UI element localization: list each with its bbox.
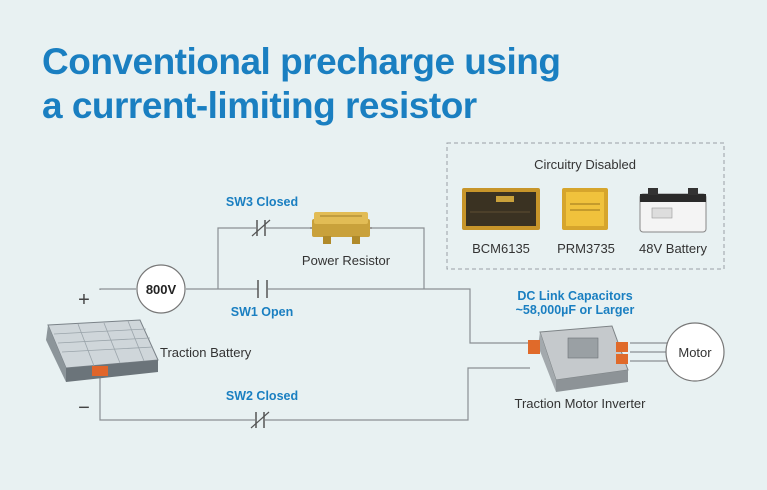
- voltage-indicator: 800V: [136, 264, 186, 314]
- title-line-1: Conventional precharge using: [42, 41, 561, 82]
- motor-symbol: Motor: [665, 322, 725, 382]
- battery-minus-sign: −: [78, 397, 90, 419]
- traction-motor-inverter-image: [528, 325, 629, 392]
- 48v-battery-label: 48V Battery: [639, 241, 707, 256]
- motor-label: Motor: [678, 345, 712, 360]
- prm-module-image: [562, 188, 608, 230]
- circuit-wires: [99, 227, 668, 421]
- 48v-battery-image: [639, 188, 707, 233]
- prm-label: PRM3735: [557, 241, 615, 256]
- sw3-switch-symbol: [251, 219, 271, 237]
- sw1-switch-symbol: [257, 280, 268, 298]
- power-resistor-image: [310, 212, 372, 244]
- dc-link-capacitors-label: DC Link Capacitors: [517, 289, 632, 303]
- sw2-switch-symbol: [250, 411, 270, 429]
- disabled-box-title: Circuitry Disabled: [534, 157, 636, 172]
- inverter-label: Traction Motor Inverter: [514, 396, 646, 411]
- disabled-circuitry-box: [446, 142, 725, 270]
- bcm-module-image: [462, 188, 540, 230]
- dc-link-capacitance-label: ~58,000µF or Larger: [516, 303, 635, 317]
- sw3-label: SW3 Closed: [226, 195, 298, 209]
- diagram-title: Conventional precharge using a current-l…: [42, 40, 561, 128]
- voltage-label: 800V: [146, 282, 177, 297]
- traction-battery-label: Traction Battery: [160, 345, 252, 360]
- bcm-label: BCM6135: [472, 241, 530, 256]
- title-line-2: a current-limiting resistor: [42, 85, 477, 126]
- power-resistor-label: Power Resistor: [302, 253, 391, 268]
- battery-plus-sign: +: [78, 289, 90, 311]
- sw1-label: SW1 Open: [231, 305, 294, 319]
- traction-battery-image: [46, 319, 159, 382]
- sw2-label: SW2 Closed: [226, 389, 298, 403]
